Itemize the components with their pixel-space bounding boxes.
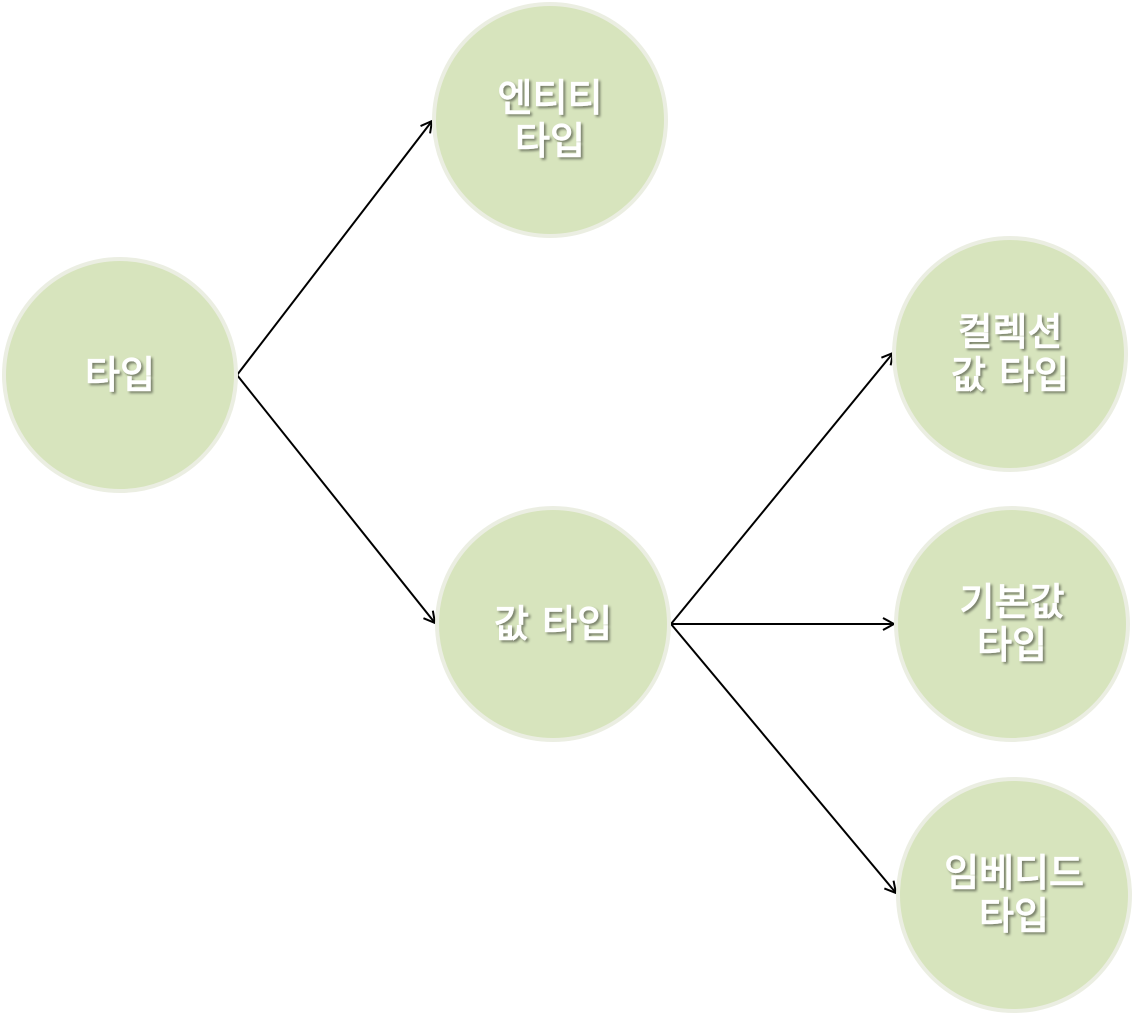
edge-type-to-entity-type — [236, 121, 432, 376]
node-entity-type-label-line-2: 타입 — [515, 119, 585, 163]
node-type-label: 타입 — [85, 353, 155, 397]
node-collection-value-type-label-line-1: 컬렉션 — [958, 310, 1063, 354]
node-value-type-circle — [435, 506, 671, 742]
edge-value-type-to-collection-value-type — [670, 353, 893, 625]
node-value-type: 값 타입 — [435, 506, 671, 742]
node-basic-value-type-label-line-2: 타입 — [977, 623, 1047, 667]
node-entity-type: 엔티티 타입 — [432, 2, 668, 238]
node-basic-value-type: 기본값 타입 — [894, 506, 1130, 742]
node-value-type-label: 값 타입 — [494, 602, 612, 646]
node-collection-value-type-label-line-2: 값 타입 — [951, 353, 1069, 397]
node-embedded-type-label-line-2: 타입 — [979, 894, 1049, 938]
node-entity-type-circle — [432, 2, 668, 238]
edge-value-type-to-embedded-type — [670, 623, 896, 893]
node-entity-type-label-line-1: 엔티티 — [498, 76, 603, 120]
node-embedded-type-circle — [896, 777, 1132, 1013]
node-collection-value-type: 컬렉션 값 타입 — [892, 236, 1128, 472]
node-basic-value-type-circle — [894, 506, 1130, 742]
node-basic-value-type-label-line-1: 기본값 — [960, 580, 1065, 624]
node-type-circle — [2, 257, 238, 493]
edges-group — [236, 121, 896, 893]
node-embedded-type: 임베디드 타입 — [896, 777, 1132, 1013]
node-collection-value-type-circle — [892, 236, 1128, 472]
edge-type-to-value-type — [236, 374, 435, 623]
node-type: 타입 — [2, 257, 238, 493]
node-embedded-type-label-line-1: 임베디드 — [944, 851, 1084, 895]
